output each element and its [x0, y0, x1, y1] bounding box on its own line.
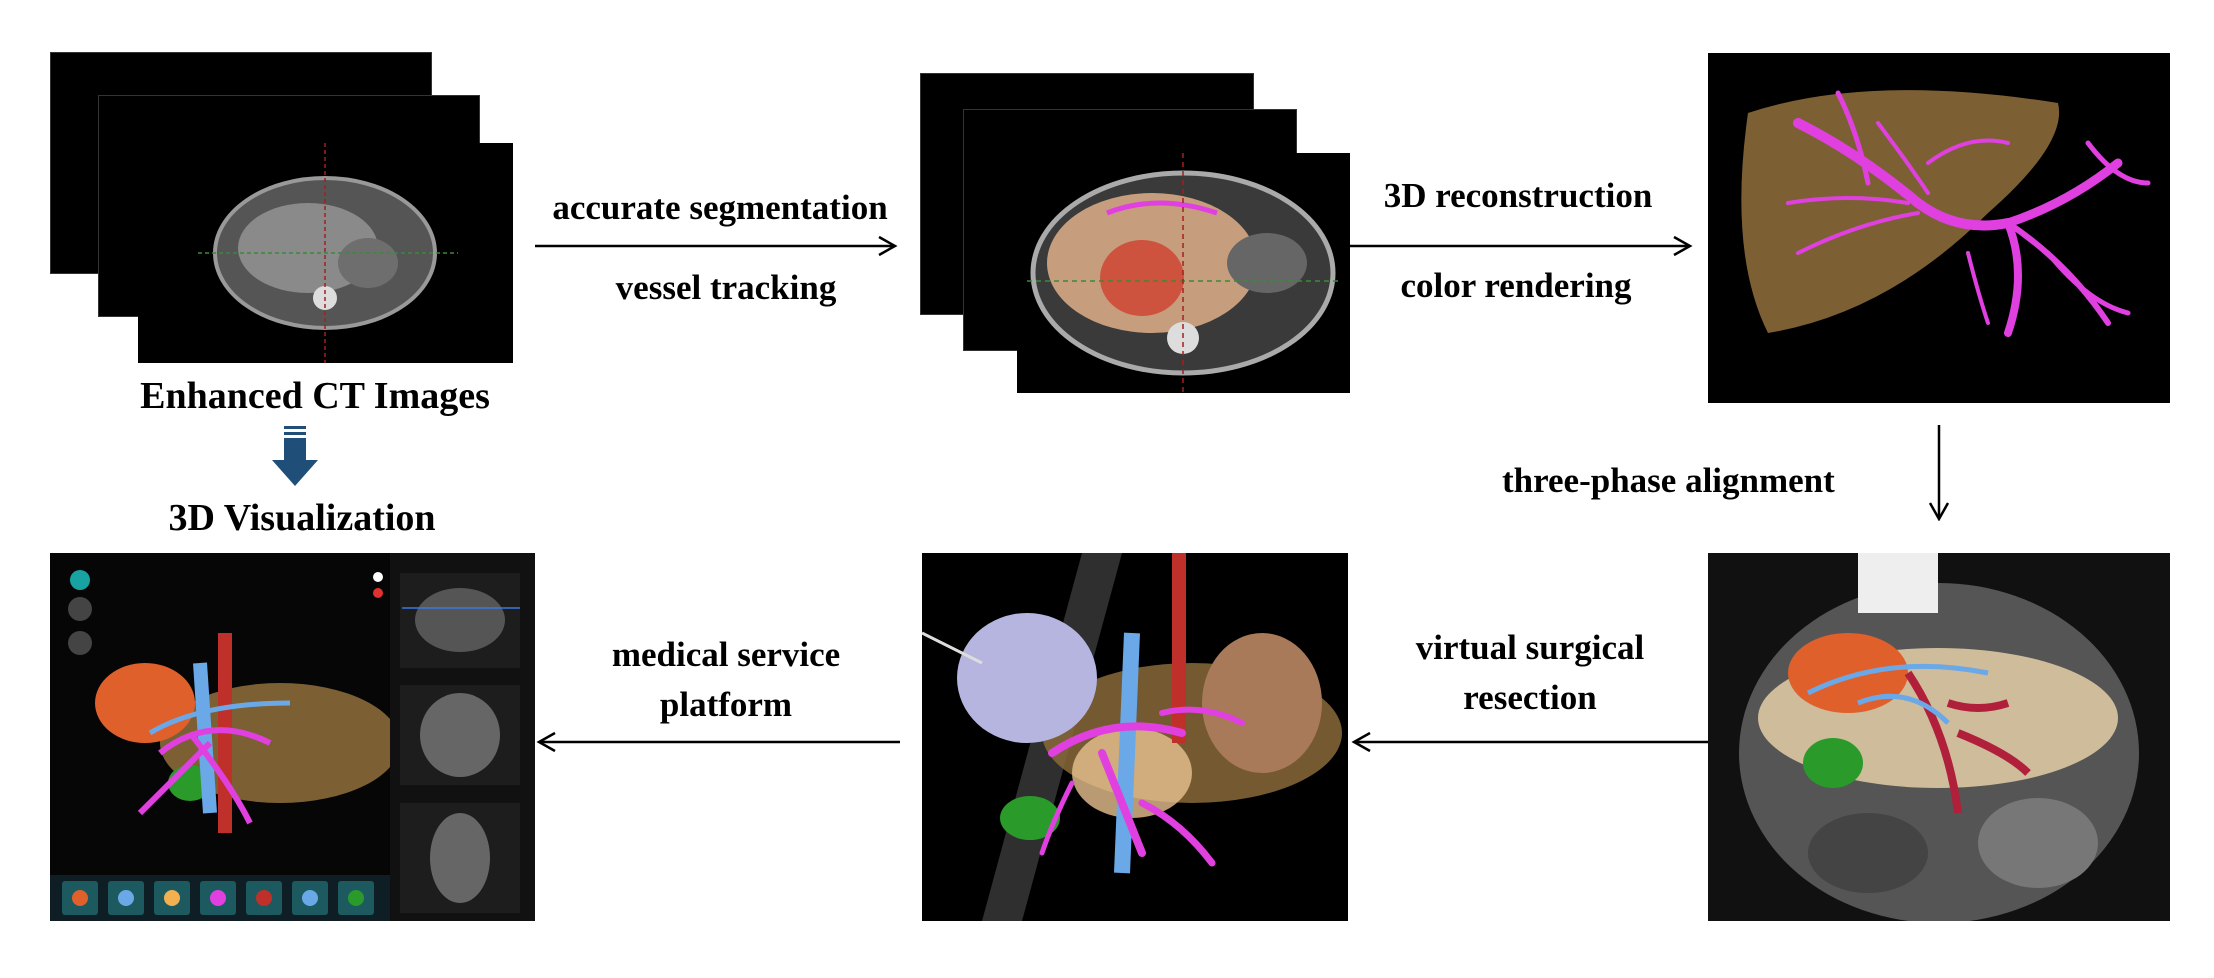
- arrow-to-platform-icon: [536, 731, 900, 753]
- arrow-to-alignment-icon: [1928, 425, 1950, 521]
- segmentation-label: accurate segmentation: [552, 188, 888, 227]
- resection-panel: [922, 553, 1348, 921]
- visualization-label: 3D Visualization: [168, 497, 436, 539]
- platform-label: platform: [659, 685, 793, 724]
- ct-slice-image: [138, 143, 513, 363]
- arrow-to-reconstruction-icon: [1350, 235, 1693, 257]
- virtual-surgical-label: virtual surgical: [1415, 628, 1645, 667]
- alignment-label: three-phase alignment: [1502, 461, 1835, 500]
- vessel-tracking-label: vessel tracking: [615, 268, 837, 307]
- ct-images-label: Enhanced CT Images: [140, 375, 490, 417]
- aligned-ct-rendering: [1708, 553, 2170, 921]
- color-rendering-label: color rendering: [1400, 266, 1632, 305]
- virtual-resection-rendering: [922, 553, 1348, 921]
- arrow-to-segmentation-icon: [535, 235, 898, 257]
- medical-service-label: medical service: [611, 635, 841, 674]
- ct-slice-front: [138, 143, 513, 363]
- seg-slice-front: [1017, 153, 1350, 393]
- visualization-screenshot: [50, 553, 535, 921]
- resection-label: resection: [1463, 678, 1597, 717]
- arrow-to-resection-icon: [1351, 731, 1708, 753]
- reconstruction-label: 3D reconstruction: [1383, 176, 1653, 215]
- alignment-panel: [1708, 553, 2170, 921]
- down-arrow-icon: [272, 426, 318, 486]
- visualization-panel: [50, 553, 535, 921]
- segmented-ct-image: [1017, 153, 1350, 393]
- liver-vessel-reconstruction: [1708, 53, 2170, 403]
- reconstruction-panel: [1708, 53, 2170, 403]
